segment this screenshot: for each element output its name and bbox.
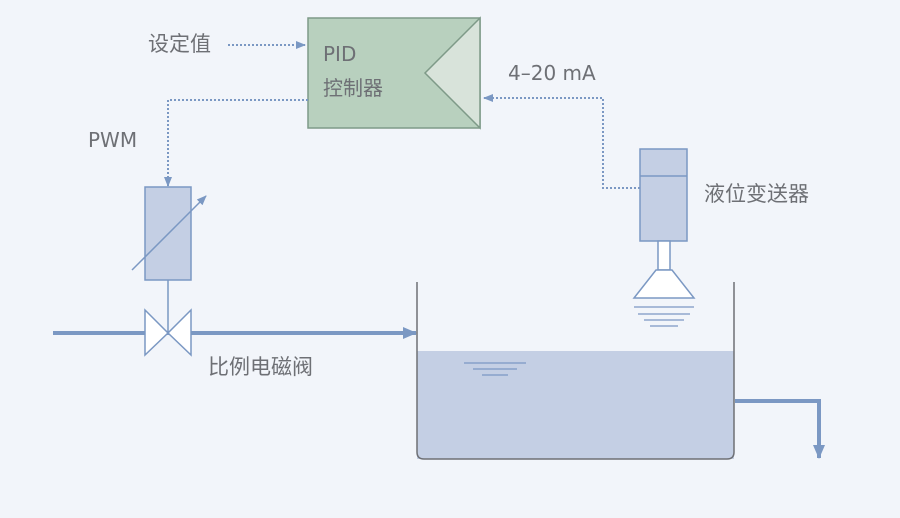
- valve-label: 比例电磁阀: [208, 355, 313, 379]
- water-surface-symbol: [464, 362, 526, 376]
- transmitter-horn: [632, 269, 696, 299]
- transmitter-label: 液位变送器: [704, 182, 809, 206]
- setpoint-label: 设定值: [148, 32, 211, 56]
- transmitter-neck: [657, 240, 671, 271]
- pid-controller: [307, 16, 481, 130]
- valve-actuator: [131, 186, 207, 333]
- transmitter-body: [639, 148, 688, 242]
- tank-water: [417, 351, 734, 459]
- adjustable-arrow: [131, 195, 207, 271]
- controller-label: 控制器: [323, 76, 383, 100]
- feedback-signal-line: [483, 94, 640, 189]
- tank: [416, 282, 735, 460]
- proportional-valve: [144, 308, 170, 357]
- level-transmitter: [632, 148, 696, 327]
- signal-label: 4–20 mA: [508, 61, 596, 85]
- pwm-signal-line: [164, 99, 308, 187]
- pid-label: PID: [323, 42, 356, 66]
- proportional-valve-right: [166, 308, 192, 357]
- pwm-label: PWM: [88, 128, 137, 152]
- outlet-pipe: [735, 399, 825, 459]
- sensing-waves: [634, 306, 694, 327]
- pid-controller-triangle: [423, 16, 481, 130]
